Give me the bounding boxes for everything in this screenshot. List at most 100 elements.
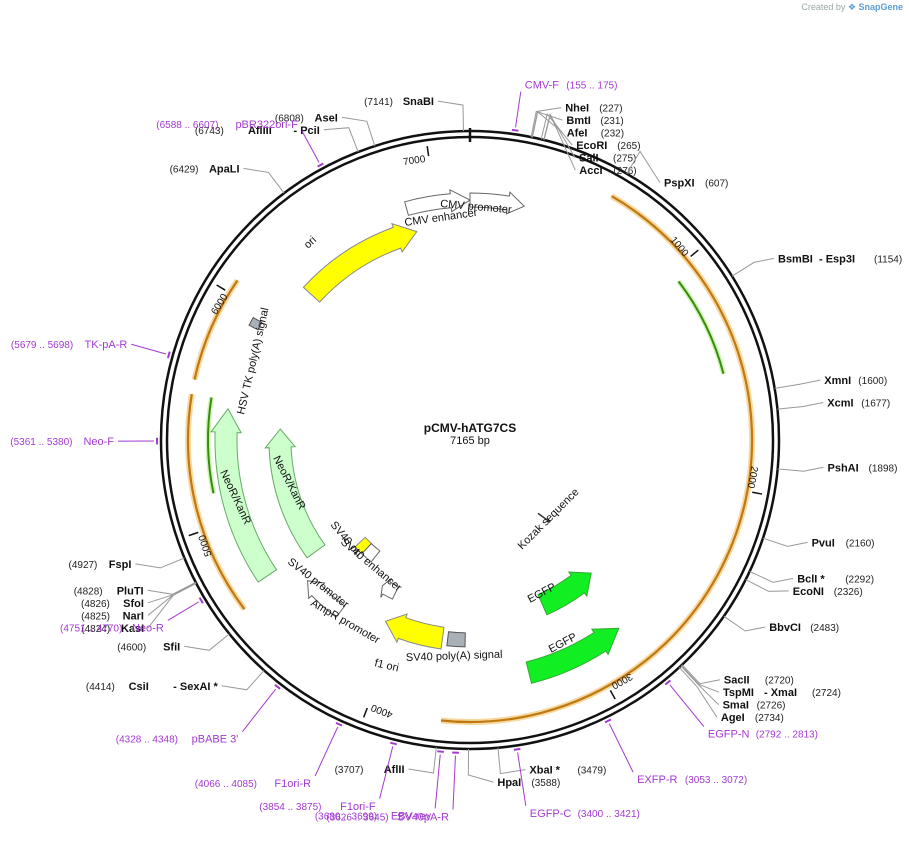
enzyme-nari-leader xyxy=(147,582,197,616)
enzyme-xmni-position: (1600) xyxy=(858,376,887,387)
enzyme-bbvci-position: (2483) xyxy=(810,623,839,634)
enzyme-aflii-leader xyxy=(408,747,437,774)
tick-mark-1000 xyxy=(690,249,699,258)
enzyme-kasi-leader xyxy=(147,582,197,629)
primer-f1orif-name: F1ori-F xyxy=(340,801,376,813)
tick-mark-6000 xyxy=(216,284,226,291)
enzyme-afei-position: (232) xyxy=(601,129,624,140)
hsv-tk-polya-box xyxy=(248,316,263,331)
enzyme-afei-leader xyxy=(531,110,564,138)
primer-egfpn-name: EGFP-N xyxy=(708,729,750,741)
primer-neor-name: Neo-R xyxy=(132,622,164,634)
primer-f1orir-name: F1ori-R xyxy=(274,778,311,790)
enzyme-csii-name: CsiI xyxy=(129,681,149,693)
enzyme-pspxi-position: (607) xyxy=(705,179,728,190)
plasmid-name: pCMV-hATG7CS xyxy=(424,421,516,435)
neor-kanr-arrow-1 xyxy=(210,407,278,583)
primer-f1orif-range: (3854 .. 3875) xyxy=(259,802,321,813)
tick-mark-4000 xyxy=(362,707,368,718)
primer-egfpn-range: (2792 .. 2813) xyxy=(756,730,818,741)
orf-arc-3 xyxy=(186,393,246,610)
enzyme-kasi-position: (4824) xyxy=(81,624,110,635)
tick-label-3000: 3000 xyxy=(609,670,634,691)
primer-cmvf-mark xyxy=(511,128,519,132)
enzyme-sacii-name: SacII xyxy=(724,675,750,687)
primer-neor-range: (4751 .. 4770) xyxy=(60,623,122,634)
enzyme-csii-name2: - SexAI * xyxy=(173,681,218,693)
sv40-promoter-arrow xyxy=(306,580,346,618)
sv40-ori-box xyxy=(354,536,373,555)
enzyme-afliii-position: (6743) xyxy=(195,126,224,137)
enzyme-pluti-position: (4828) xyxy=(74,586,103,597)
enzyme-nhei-position: (227) xyxy=(599,104,622,115)
enzyme-sfii-position: (4600) xyxy=(117,642,146,653)
green-orf-1 xyxy=(677,280,725,375)
tick-label-4000: 4000 xyxy=(369,701,394,719)
primer-sv40par-range: (3626 .. 3645) xyxy=(326,813,388,824)
orf-arc-2 xyxy=(440,669,634,724)
primer-neof-name: Neo-F xyxy=(83,436,114,448)
orf-arc-1 xyxy=(611,195,754,674)
site-layer: NheI(227)BmtI(231)AfeI(232)EcoRI(265)Sal… xyxy=(10,80,902,824)
enzyme-nari-name: NarI xyxy=(123,610,144,622)
enzyme-asei-name: AseI xyxy=(315,112,338,124)
egfp-arrow-1 xyxy=(525,627,620,684)
enzyme-pvui-name: PvuI xyxy=(812,537,835,549)
enzyme-apali-name: ApaLI xyxy=(209,163,240,175)
enzyme-asei-leader xyxy=(341,116,376,147)
enzyme-sacii-leader xyxy=(681,664,720,685)
enzyme-sfii-leader xyxy=(184,633,230,651)
enzyme-pluti-leader xyxy=(147,581,196,595)
tick-label-2000: 2000 xyxy=(745,465,760,489)
enzyme-bmti-position: (231) xyxy=(600,116,623,127)
enzyme-pshai-position: (1898) xyxy=(869,463,898,474)
primer-tkpar-leader xyxy=(131,343,167,355)
enzyme-xmni-name: XmnI xyxy=(824,375,851,387)
enzyme-sfii-name: SfiI xyxy=(163,641,180,653)
enzyme-smai-position: (2726) xyxy=(757,701,786,712)
enzyme-xbai-name: XbaI * xyxy=(529,765,560,777)
enzyme-sfoi-name: SfoI xyxy=(123,598,144,610)
enzyme-bbvci-name: BbvCI xyxy=(769,622,801,634)
enzyme-tspmi-name2: - XmaI xyxy=(764,687,797,699)
primer-pbabe3-name: pBABE 3' xyxy=(192,734,239,746)
enzyme-tspmi-name: TspMI xyxy=(723,687,754,699)
enzyme-pshai-name: PshAI xyxy=(828,462,859,474)
sv40-polya-label: SV40 poly(A) signal xyxy=(406,649,503,664)
primer-egfpn-mark xyxy=(664,679,672,686)
primer-ebvrev-range: (3680 .. 3699) xyxy=(315,811,377,822)
enzyme-acci-leader xyxy=(543,113,576,171)
tick-mark-3000 xyxy=(609,689,616,700)
enzyme-bcli-leader xyxy=(749,570,794,583)
enzyme-csii-leader xyxy=(221,670,265,691)
enzyme-pvui-leader xyxy=(762,537,808,547)
primer-neof-range: (5361 .. 5380) xyxy=(10,437,72,448)
primer-tkpar-mark xyxy=(166,351,171,359)
enzyme-xbai-leader xyxy=(497,747,526,775)
enzyme-acci-name: AccI xyxy=(579,165,602,177)
enzyme-afliii-leader xyxy=(323,127,359,153)
enzyme-afei-name: AfeI xyxy=(567,128,588,140)
enzyme-econi-name: EcoNI xyxy=(793,586,824,598)
snapgene-credit: Created by ❖ SnapGene xyxy=(801,2,903,13)
enzyme-tspmi-leader xyxy=(680,665,720,693)
primer-tkpar-range: (5679 .. 5698) xyxy=(11,340,73,351)
cmv-enhancer-arrow xyxy=(404,188,472,216)
enzyme-bsmbi-position: (1154) xyxy=(874,254,902,265)
tick-label-7000: 7000 xyxy=(403,154,427,168)
enzyme-nhei-leader xyxy=(530,107,562,138)
kozak-marker xyxy=(537,512,551,523)
primer-egfpc-leader xyxy=(517,752,527,806)
enzyme-aflii-name: AflII xyxy=(384,764,405,776)
primer-neor-leader xyxy=(167,601,199,621)
enzyme-asei-position: (6808) xyxy=(275,113,304,124)
primer-ebvrev-name: EBV-rev xyxy=(391,810,432,822)
primer-f1orir-range: (4066 .. 4085) xyxy=(195,779,257,790)
primer-egfpc-range: (3400 .. 3421) xyxy=(578,809,640,820)
primer-f1orir-leader xyxy=(314,726,339,777)
enzyme-pshai-leader xyxy=(777,466,824,472)
tick-mark-5000 xyxy=(188,531,199,537)
primer-f1orif-leader xyxy=(379,746,394,799)
primer-exfpr-range: (3053 .. 3072) xyxy=(685,775,747,786)
primer-pbabe3-mark xyxy=(274,683,281,690)
